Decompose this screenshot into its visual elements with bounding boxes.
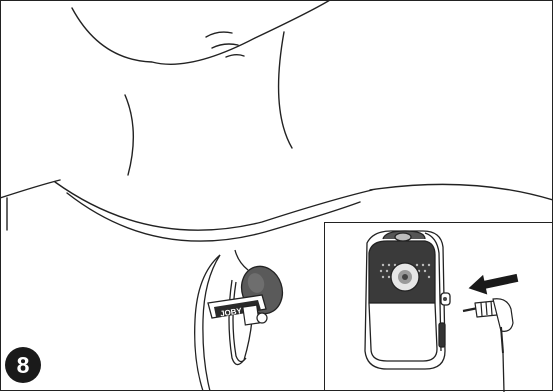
instruction-illustration: JOBY [0, 0, 553, 391]
illustration-frame [0, 0, 553, 391]
